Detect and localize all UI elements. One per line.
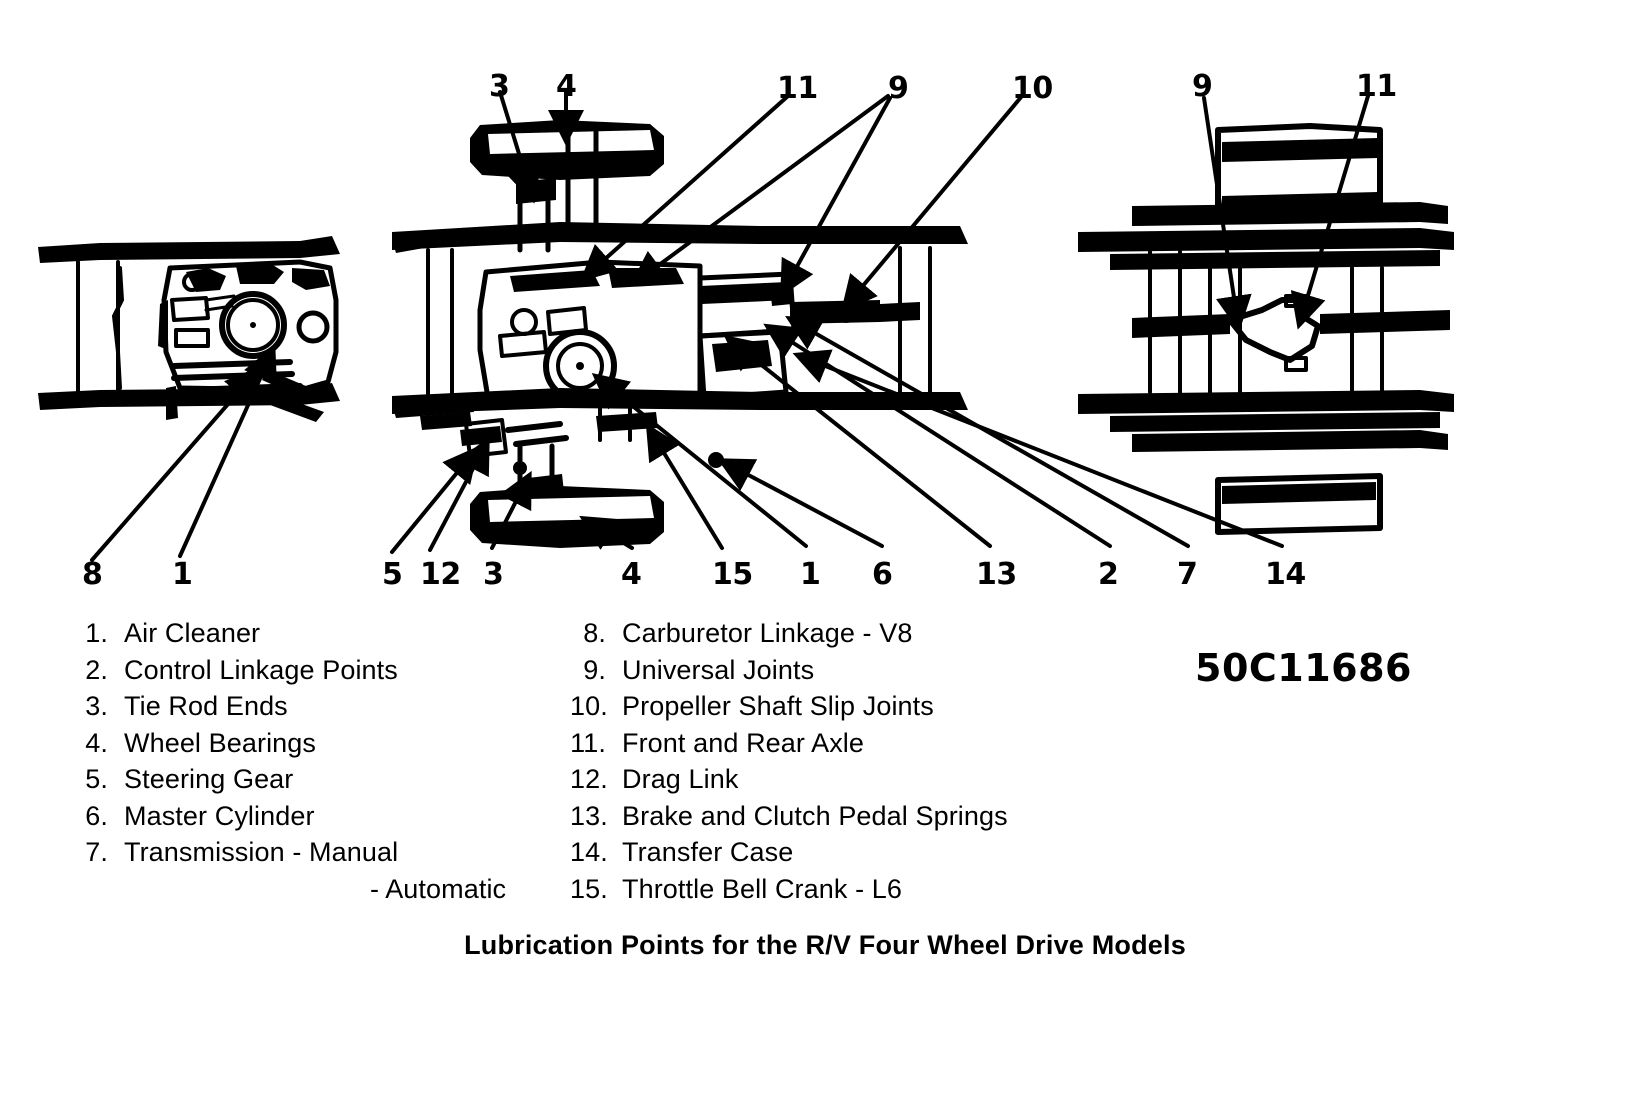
legend-item: 8. Carburetor Linkage - V8	[570, 618, 1170, 655]
legend-item: 3. Tie Rod Ends	[72, 691, 592, 728]
callout-number: 6	[872, 557, 893, 592]
legend-item: 10. Propeller Shaft Slip Joints	[570, 691, 1170, 728]
legend-item-label: Brake and Clutch Pedal Springs	[622, 800, 1008, 831]
legend-item: 13. Brake and Clutch Pedal Springs	[570, 801, 1170, 838]
legend-item-number: 4.	[85, 727, 108, 758]
callout-number: 5	[382, 557, 403, 592]
center-view-top-leaders	[498, 90, 1024, 313]
part-code: 50C11686	[1195, 646, 1412, 690]
legend-item-label: Steering Gear	[124, 764, 294, 794]
legend-item-continuation: - Automatic	[72, 874, 592, 911]
legend-item: 1. Air Cleaner	[72, 618, 592, 655]
legend-item-label: - Automatic	[370, 873, 507, 904]
legend-item-label: Front and Rear Axle	[622, 727, 865, 758]
callout-number: 1	[172, 557, 193, 592]
callout-number: 13	[976, 557, 1017, 592]
legend-item-label: Propeller Shaft Slip Joints	[622, 691, 934, 721]
legend-item-number: 6.	[85, 800, 108, 831]
center-view-chassis	[392, 120, 968, 548]
callout-number: 4	[556, 69, 577, 104]
legend-item-number: 11.	[570, 727, 606, 758]
right-view-leaders	[1202, 94, 1370, 332]
legend-item-label: Universal Joints	[622, 654, 815, 685]
callout-number: 12	[420, 557, 461, 592]
legend-item-label: Master Cylinder	[124, 800, 315, 831]
legend-item-number: 9.	[583, 654, 606, 685]
callout-number: 9	[888, 71, 909, 106]
legend: 1. Air Cleaner 2. Control Linkage Points…	[0, 618, 1650, 938]
legend-item-number: 5.	[85, 764, 108, 794]
legend-item: 12. Drag Link	[570, 764, 1170, 801]
callout-number: 7	[1177, 557, 1198, 592]
callout-number: 9	[1192, 69, 1213, 104]
legend-item-number: 3.	[85, 691, 108, 721]
callout-number: 11	[1356, 69, 1397, 104]
legend-item-number: 15.	[570, 873, 608, 904]
legend-column-left: 1. Air Cleaner 2. Control Linkage Points…	[72, 618, 592, 910]
legend-item: 2. Control Linkage Points	[72, 655, 592, 692]
legend-item: 15. Throttle Bell Crank - L6	[570, 874, 1170, 911]
legend-item: 5. Steering Gear	[72, 764, 592, 801]
callout-number: 3	[489, 69, 510, 104]
legend-item-number: 8.	[583, 618, 606, 648]
legend-item: 9. Universal Joints	[570, 655, 1170, 692]
legend-item-label: Tie Rod Ends	[124, 691, 288, 721]
left-view-front-engine	[38, 236, 340, 422]
callout-number: 2	[1098, 557, 1119, 592]
callout-number: 15	[712, 557, 753, 592]
legend-item: 4. Wheel Bearings	[72, 728, 592, 765]
center-view-bottom-leaders	[390, 316, 1284, 554]
right-view-rear-axle	[1078, 123, 1454, 535]
legend-item-label: Transmission - Manual	[124, 837, 399, 867]
callout-number: 11	[777, 71, 818, 106]
legend-item-label: Wheel Bearings	[124, 727, 316, 758]
left-view-leaders	[90, 344, 277, 562]
diagram-area: 3 4 11 9 10 9 11 8 1 5 12 3 4 15 1 6 13 …	[38, 69, 1454, 592]
callout-number: 4	[621, 557, 642, 592]
legend-item-number: 1.	[85, 618, 108, 648]
legend-item: 6. Master Cylinder	[72, 801, 592, 838]
legend-item: 7. Transmission - Manual	[72, 837, 592, 874]
legend-item-number: 14.	[570, 837, 608, 867]
legend-item-label: Carburetor Linkage - V8	[622, 618, 913, 648]
callout-number: 10	[1012, 71, 1053, 106]
legend-item-label: Drag Link	[622, 764, 739, 794]
legend-item-label: Throttle Bell Crank - L6	[622, 873, 903, 904]
legend-item-number: 12.	[570, 764, 608, 794]
legend-item-label: Control Linkage Points	[124, 654, 398, 685]
legend-item-number: 7.	[85, 837, 108, 867]
callout-number: 8	[82, 557, 103, 592]
legend-item-number: 13.	[570, 800, 608, 831]
callout-number: 1	[800, 557, 821, 592]
legend-item-number: 10.	[570, 691, 608, 721]
figure-caption-text: Lubrication Points for the R/V Four Whee…	[464, 930, 1186, 960]
legend-item-label: Air Cleaner	[124, 618, 261, 648]
legend-column-right: 8. Carburetor Linkage - V8 9. Universal …	[570, 618, 1170, 910]
legend-item: 11. Front and Rear Axle	[570, 728, 1170, 765]
figure-caption: Lubrication Points for the R/V Four Whee…	[0, 930, 1650, 961]
chassis-line-drawings	[38, 90, 1454, 562]
legend-item: 14. Transfer Case	[570, 837, 1170, 874]
callout-number: 3	[483, 557, 504, 592]
legend-item-label: Transfer Case	[622, 837, 794, 867]
callout-number: 14	[1265, 557, 1306, 592]
legend-item-number: 2.	[85, 654, 108, 685]
